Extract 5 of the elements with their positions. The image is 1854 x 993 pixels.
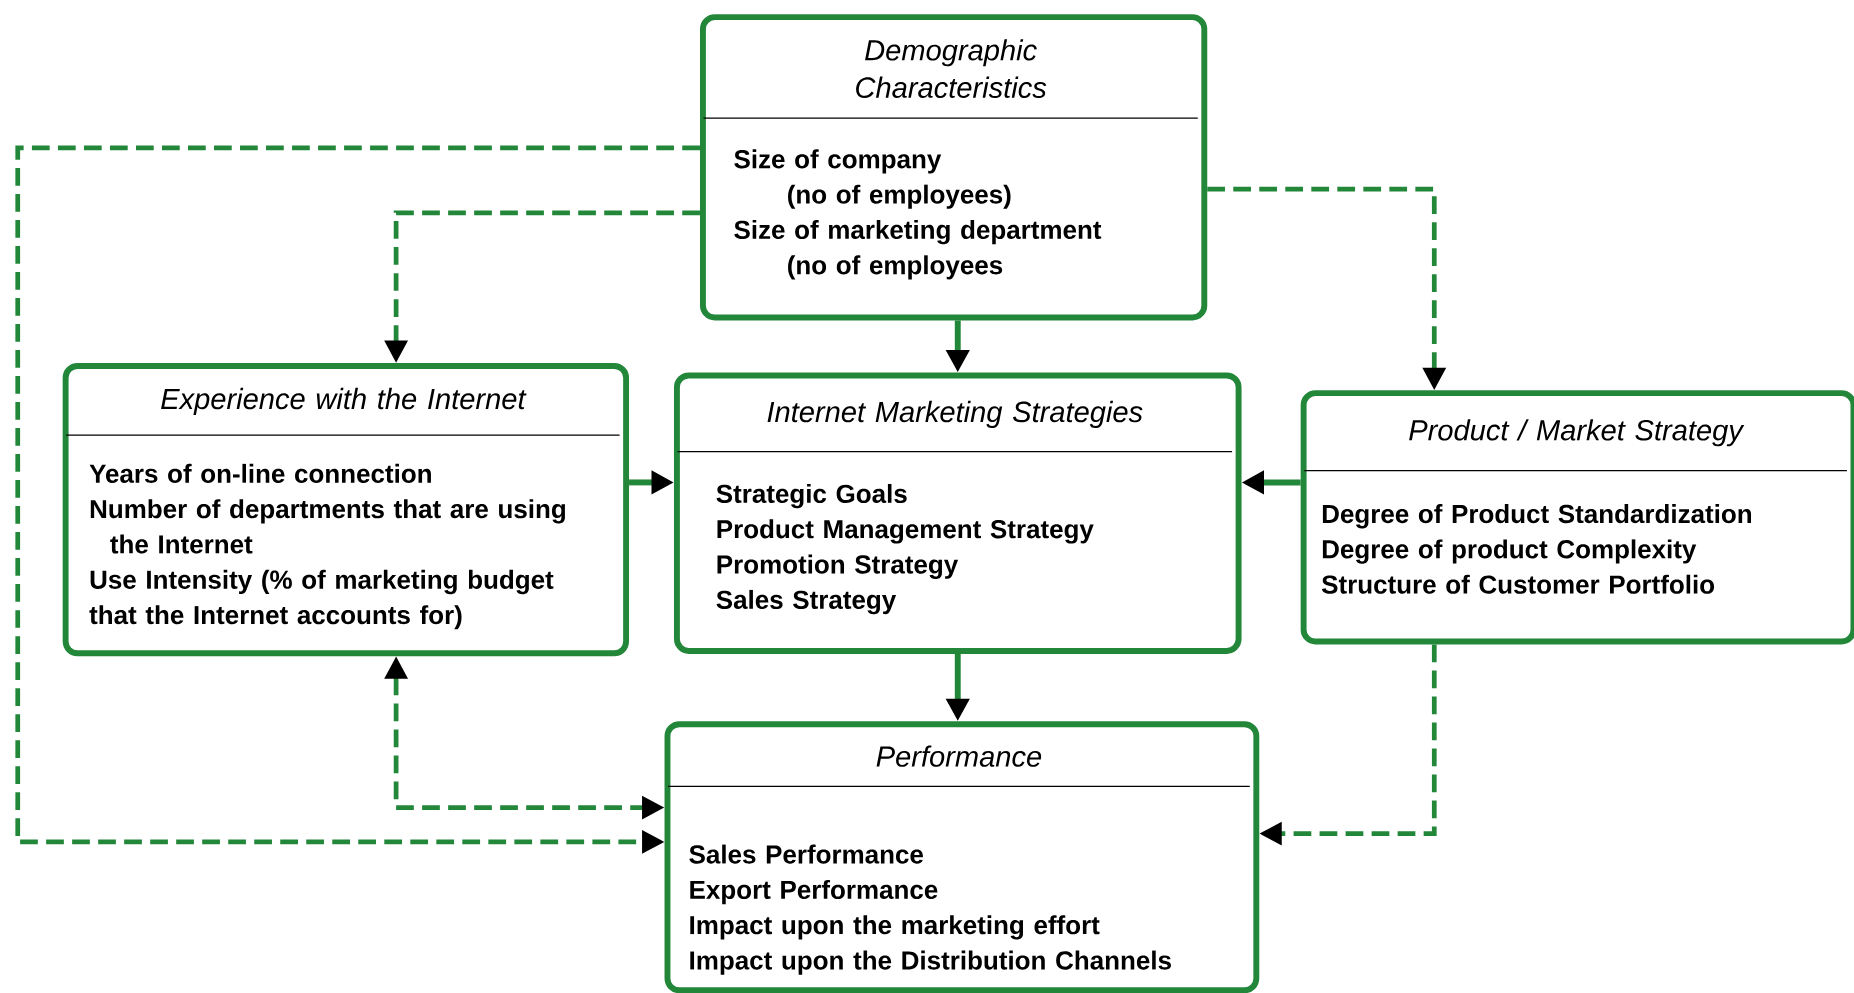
process-box: Demographic Characteristics Size of company (no of employees) Size of marketing department (no of employees [700,14,1208,321]
process-box: Product / Market Strategy Degree of Product Standardization Degree of product Complexity Structure of Customer Portfolio [1300,390,1854,645]
process-box: Performance Sales Performance Export Performance Impact upon the marketing effort Impact upon the Distribution Channels [664,721,1260,993]
process-box: Internet Marketing Strategies Strategic Goals Product Management Strategy Promotion Strategy Sales Strategy [673,372,1242,654]
process-box: Experience with the Internet Years of on-line connection Number of departments that are using the Internet Use Intensity (% of marketing budget that the Internet accounts for) [62,362,630,657]
